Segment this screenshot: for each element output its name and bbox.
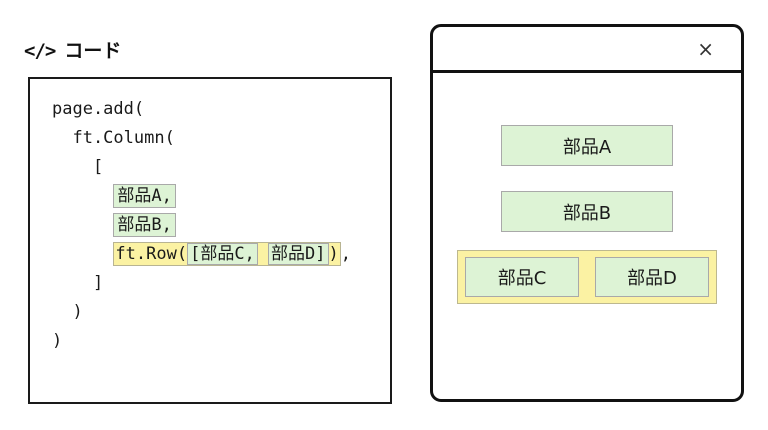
code-section-title: コード: [64, 40, 122, 62]
code-line-paren-close-outer: ): [52, 327, 386, 356]
code-text: page.add(: [52, 99, 145, 119]
code-line-page-add: page.add(: [52, 95, 386, 124]
row-prefix: ft.Row(: [115, 244, 188, 264]
component-a-box: 部品A: [501, 125, 673, 166]
window-titlebar: ×: [433, 27, 741, 73]
component-c-box: 部品C: [465, 257, 579, 297]
app-window-mockup: × 部品A 部品B 部品C 部品D: [430, 24, 744, 402]
code-text: ): [52, 331, 63, 351]
component-b-box: 部品B: [501, 191, 673, 232]
code-text: ft.Column(: [52, 128, 175, 148]
highlight-component-a: 部品A,: [113, 184, 176, 208]
code-line-component-b: 部品B,: [52, 211, 386, 240]
highlight-row: ft.Row([部品C, 部品D]): [113, 242, 341, 266]
code-indent: [52, 244, 113, 264]
code-line-column: ft.Column(: [52, 124, 386, 153]
row-separator: [258, 244, 268, 264]
code-text: ]: [52, 273, 104, 293]
close-icon[interactable]: ×: [697, 36, 714, 61]
code-line-bracket-open: [: [52, 153, 386, 182]
highlight-component-c: [部品C,: [187, 243, 258, 265]
highlight-component-d: 部品D]: [268, 243, 329, 265]
row-container: 部品C 部品D: [457, 250, 717, 304]
component-d-box: 部品D: [595, 257, 709, 297]
highlight-component-b: 部品B,: [113, 213, 176, 237]
window-body: 部品A 部品B 部品C 部品D: [433, 73, 741, 399]
code-indent: [52, 186, 113, 206]
code-text: ): [52, 302, 83, 322]
code-section-header: </> コード: [24, 36, 121, 63]
code-indent: [52, 215, 113, 235]
row-suffix: ): [328, 244, 339, 264]
code-line-row: ft.Row([部品C, 部品D]),: [52, 240, 386, 269]
row-trailing-comma: ,: [340, 244, 352, 264]
code-line-component-a: 部品A,: [52, 182, 386, 211]
code-line-paren-close-inner: ): [52, 298, 386, 327]
code-text: [: [52, 157, 104, 177]
code-line-bracket-close: ]: [52, 269, 386, 298]
code-block: page.add( ft.Column( [ 部品A, 部品B, ft.Row(…: [28, 77, 392, 404]
code-icon: </>: [24, 40, 56, 62]
